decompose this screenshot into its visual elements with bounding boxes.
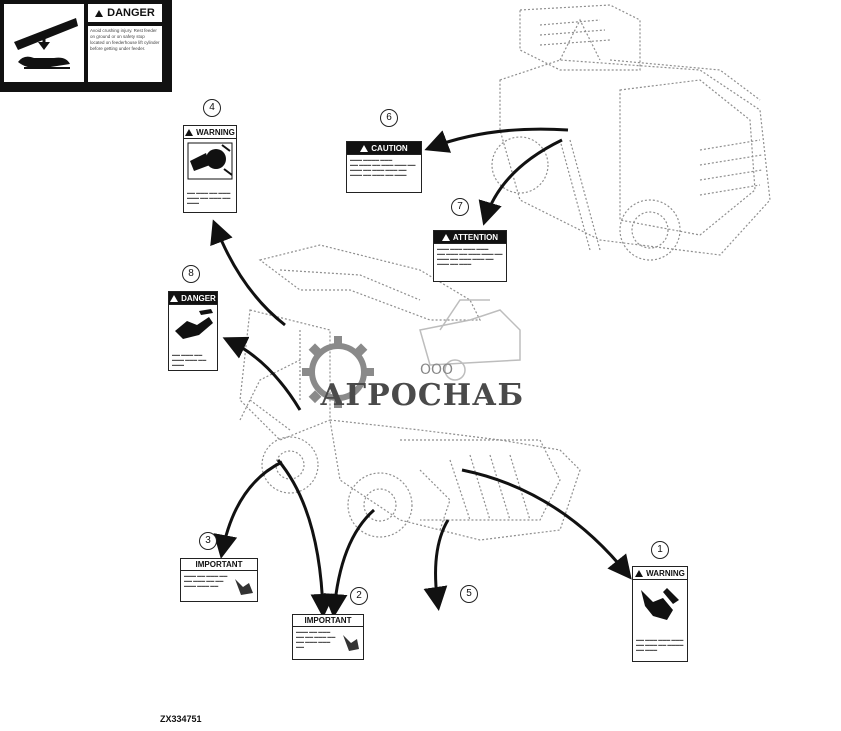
warning-triangle-icon	[185, 128, 194, 136]
callout-8: 8	[182, 265, 200, 283]
decal-body-text: ▬▬ ▬▬▬ ▬▬▬ ▬▬▬ ▬▬ ▬▬▬ ▬▬ ▬▬▬▬ ▬▬ ▬▬▬	[636, 637, 684, 652]
callout-2: 2	[350, 587, 368, 605]
callout-1: 1	[651, 541, 669, 559]
decal-header: CAUTION	[347, 142, 421, 155]
decal-heading: CAUTION	[371, 143, 408, 153]
arrow-to-label-2a	[276, 459, 335, 618]
decal-header: DANGER	[88, 4, 162, 22]
decal-body-text: ▬▬▬ ▬▬ ▬▬▬ ▬▬ ▬▬ ▬▬▬ ▬▬ ▬▬ ▬▬▬ ▬▬▬ ▬▬	[296, 629, 336, 649]
arrow-to-label-5	[423, 519, 450, 611]
decal-header: WARNING	[184, 126, 236, 139]
arrow-to-label-2b	[323, 508, 375, 618]
callout-6: 6	[380, 109, 398, 127]
hand-crush-icon	[175, 309, 213, 339]
arrow-to-label-8	[222, 336, 302, 411]
arrow-to-label-6	[424, 127, 569, 153]
watermark-prefix: ООО	[420, 362, 454, 378]
decal-heading: IMPORTANT	[195, 560, 243, 569]
warning-triangle-icon	[170, 294, 179, 302]
decal-body-text: ▬▬▬ ▬▬▬ ▬▬▬ ▬▬▬▬▬ ▬▬▬ ▬▬ ▬▬▬ ▬▬▬ ▬▬ ▬▬▬ …	[437, 246, 503, 266]
warning-triangle-icon	[360, 144, 369, 152]
decal-heading: DANGER	[107, 7, 155, 19]
warning-triangle-icon	[441, 233, 450, 241]
callout-3: 3	[199, 532, 217, 550]
decal-header: IMPORTANT	[181, 559, 257, 571]
decal-caution-6: CAUTION ▬▬▬ ▬▬▬▬ ▬▬▬▬▬ ▬▬▬ ▬▬ ▬▬▬ ▬▬▬ ▬▬…	[346, 141, 422, 193]
callout-4: 4	[203, 99, 221, 117]
feeder-crush-icon	[4, 4, 84, 82]
decal-warning-4: WARNING ▬▬ ▬▬▬ ▬▬ ▬▬▬ ▬▬▬ ▬▬ ▬▬▬ ▬▬ ▬▬▬	[183, 125, 237, 213]
decal-header: ATTENTION	[434, 231, 506, 244]
decal-heading: WARNING	[646, 568, 685, 578]
arrow-to-label-4	[210, 219, 286, 327]
decal-header: IMPORTANT	[293, 615, 363, 627]
decal-header: WARNING	[633, 567, 687, 580]
decal-attention-7: ATTENTION ▬▬▬ ▬▬▬ ▬▬▬ ▬▬▬▬▬ ▬▬▬ ▬▬ ▬▬▬ ▬…	[433, 230, 507, 282]
decal-heading: IMPORTANT	[304, 616, 352, 625]
decal-body-text: Avoid crushing injury. Rest feeder on gr…	[88, 26, 162, 82]
warning-triangle-icon	[95, 9, 104, 17]
decal-header: DANGER	[169, 292, 217, 305]
hand-crush-icon	[235, 579, 253, 595]
watermark-company: АГРОСНАБ	[320, 378, 525, 413]
decal-danger-8: DANGER ▬▬ ▬▬▬ ▬▬ ▬▬▬ ▬▬▬ ▬▬ ▬▬▬	[168, 291, 218, 371]
decal-body-text: ▬▬▬ ▬▬▬▬ ▬▬▬▬▬ ▬▬▬ ▬▬ ▬▬▬ ▬▬▬ ▬▬ ▬▬▬ ▬▬ …	[350, 157, 416, 177]
callout-5: 5	[460, 585, 478, 603]
decal-body-text: ▬▬ ▬▬▬ ▬▬ ▬▬▬ ▬▬▬ ▬▬ ▬▬▬	[172, 352, 207, 367]
arrow-to-label-7	[478, 138, 563, 226]
decal-body-text: ▬▬▬ ▬▬ ▬▬▬ ▬▬ ▬▬ ▬▬▬ ▬▬ ▬▬ ▬▬▬ ▬▬▬ ▬▬	[184, 573, 228, 588]
decal-body-text: ▬▬ ▬▬▬ ▬▬ ▬▬▬ ▬▬▬ ▬▬ ▬▬▬ ▬▬ ▬▬▬	[187, 190, 231, 205]
rotating-blades-icon	[187, 142, 233, 180]
decal-heading: ATTENTION	[452, 232, 499, 242]
decal-danger-5: DANGER Avoid crushing injury. Rest feede…	[0, 0, 172, 92]
decal-heading: WARNING	[196, 127, 235, 137]
warning-triangle-icon	[635, 569, 644, 577]
decal-important-2: IMPORTANT ▬▬▬ ▬▬ ▬▬▬ ▬▬ ▬▬ ▬▬▬ ▬▬ ▬▬ ▬▬▬…	[292, 614, 364, 660]
figure-code: ZX334751	[160, 714, 202, 724]
decal-heading: DANGER	[181, 293, 216, 303]
arrow-to-label-3	[213, 460, 283, 559]
decal-warning-1: WARNING ▬▬ ▬▬▬ ▬▬▬ ▬▬▬ ▬▬ ▬▬▬ ▬▬ ▬▬▬▬ ▬▬…	[632, 566, 688, 662]
hand-crush-icon	[641, 588, 679, 620]
arrow-to-label-1	[461, 468, 632, 580]
callout-7: 7	[451, 198, 469, 216]
decal-important-3: IMPORTANT ▬▬▬ ▬▬ ▬▬▬ ▬▬ ▬▬ ▬▬▬ ▬▬ ▬▬ ▬▬▬…	[180, 558, 258, 602]
hand-crush-icon	[343, 635, 359, 651]
